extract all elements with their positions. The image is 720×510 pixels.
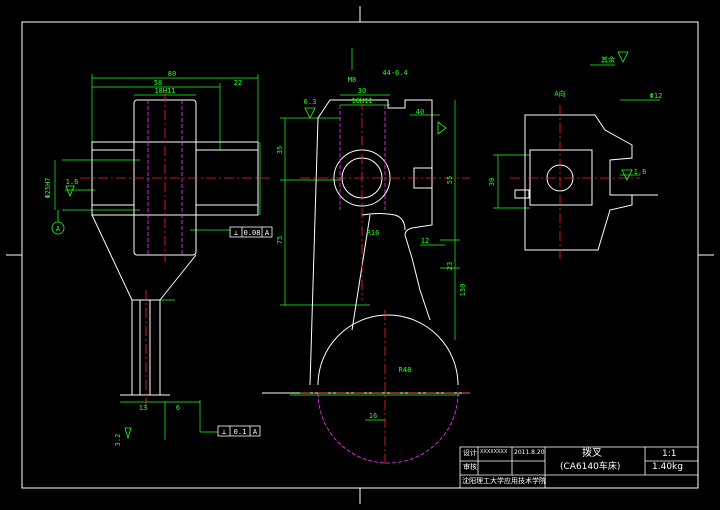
dim-left-dia: Φ25H7: [44, 177, 52, 198]
dim-left-fit: 1.6: [66, 178, 79, 186]
title-weight: 1.40kg: [652, 462, 683, 472]
dim-mid-top-width: 30: [358, 87, 366, 95]
roughness-note: 其余: [601, 55, 615, 64]
dim-mid-left-2: 75: [276, 236, 284, 244]
title-scale: 1:1: [662, 449, 677, 459]
datum-label: A: [56, 225, 61, 233]
dim-mid-bottom-16: 16: [369, 412, 377, 420]
tol-frame1-sym: ⊥: [234, 229, 238, 237]
dim-mid-right-1: 55: [446, 176, 454, 184]
title-row1-label: 设计: [463, 449, 477, 457]
title-row2-label: 审核: [463, 463, 477, 471]
title-row1-date: 2011.8.20: [514, 449, 545, 456]
title-row1-name: XXXXXXXX: [480, 449, 508, 455]
dim-bottom-right: 6: [176, 404, 180, 412]
dim-mid-right-3: 130: [459, 284, 467, 297]
dim-mid-keyway: M8: [348, 76, 356, 84]
title-block: [459, 446, 699, 489]
dim-mid-top-left: 6.3: [304, 98, 317, 106]
dim-side-rough: 1.6: [634, 168, 647, 176]
dim-bottom-rough: 3.2: [114, 434, 122, 447]
dim-mid-right-2: 23: [446, 262, 454, 270]
dim-top-width: 80: [168, 70, 176, 78]
dim-side-left: 30: [488, 178, 496, 186]
view-label: A向: [554, 89, 565, 98]
middle-view: 6.3 30 16H11 44-6.4 40 35 75 55 23 130 R…: [262, 48, 470, 465]
dim-top-center: 18H11: [154, 87, 175, 95]
sheet-border: [6, 6, 714, 504]
right-view: A向 其余 Φ12 30 1.6: [488, 51, 663, 260]
tol-frame2-ref: A: [253, 428, 258, 436]
dim-mid-left-1: 35: [276, 146, 284, 154]
dim-mid-right-top2: 44-6.4: [382, 69, 407, 77]
dim-top-right: 22: [234, 79, 242, 87]
dim-side-top: Φ12: [650, 92, 663, 100]
dim-bottom-left: 13: [139, 404, 147, 412]
tol-frame2-sym: ⊥: [222, 428, 226, 436]
tol-frame2-val: 0.1: [234, 428, 247, 436]
left-view: 80 58 22 18H11 Φ25H7 1.6 A ⊥ 0.08 A ⊥ 0.…: [44, 70, 273, 447]
tol-frame1-val: 0.08: [244, 229, 261, 237]
dim-mid-r: R16: [367, 229, 380, 237]
tol-frame1-ref: A: [265, 229, 270, 237]
title-part-subtitle: (CA6140车床): [560, 462, 621, 472]
dim-mid-right-top: 40: [416, 108, 424, 116]
title-part-name: 拨叉: [582, 448, 602, 459]
dim-top-inner: 58: [154, 79, 162, 87]
title-school: 沈阳理工大学应用技术学院: [462, 477, 546, 485]
dim-mid-12: 12: [421, 237, 429, 245]
dim-mid-top: 16H11: [351, 97, 372, 105]
dim-mid-bottom-r: R48: [399, 366, 412, 374]
